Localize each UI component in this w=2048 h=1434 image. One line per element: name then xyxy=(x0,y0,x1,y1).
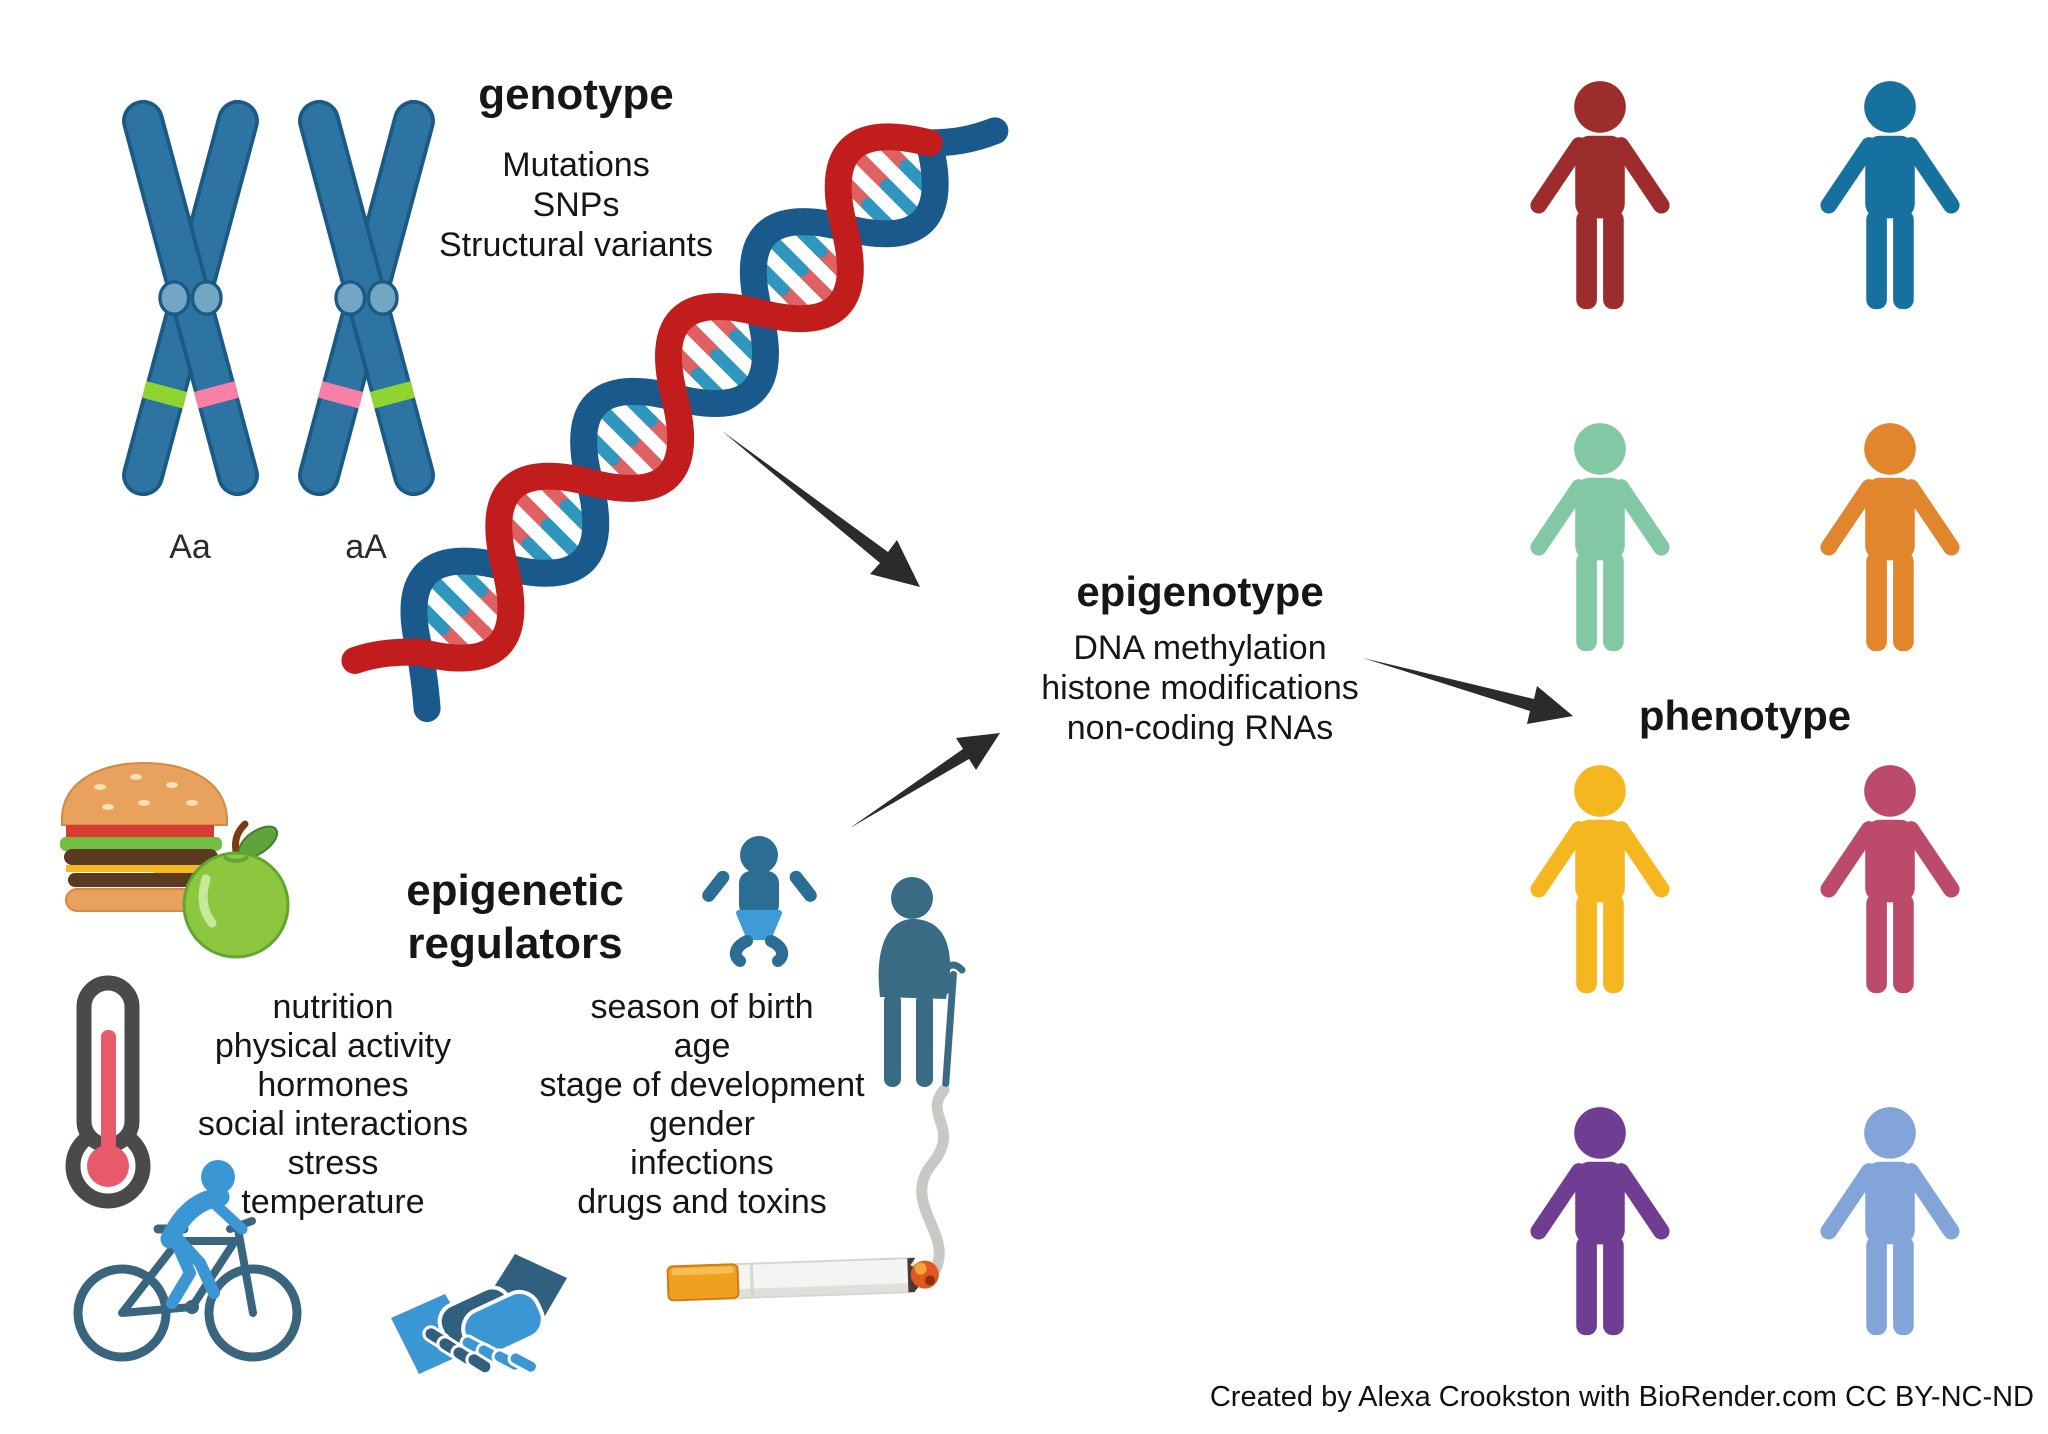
genotype-item: SNPs xyxy=(532,186,620,224)
handshake-icon xyxy=(391,1254,567,1376)
regulator-item: age xyxy=(673,1027,731,1065)
credit-text: Created by Alexa Crookston with BioRende… xyxy=(1209,1381,2034,1413)
dna-helix-icon xyxy=(341,117,1009,723)
chromosome-allele-label: aA xyxy=(345,528,387,566)
regulator-item: hormones xyxy=(257,1066,409,1104)
person-icon xyxy=(1525,762,1675,1020)
baby-icon xyxy=(702,836,817,967)
elderly-person-icon xyxy=(878,877,966,1087)
regulators-right-list: season of birth age stage of development… xyxy=(502,988,902,1222)
genotype-item: Mutations xyxy=(502,146,650,184)
epigenetic-regulators-title: epigenetic regulators xyxy=(315,864,715,970)
person-icon xyxy=(1815,1104,1965,1362)
regulators-title-line2: regulators xyxy=(407,919,623,968)
regulator-item: social interactions xyxy=(197,1105,469,1143)
arrow-epigenotype-to-phenotype-icon xyxy=(1363,658,1573,724)
regulator-item: stage of development xyxy=(539,1066,865,1104)
regulator-item: gender xyxy=(649,1105,755,1143)
epigenotype-title: epigenotype xyxy=(1076,568,1324,615)
regulators-title-line1: epigenetic xyxy=(406,866,624,915)
regulators-left-list: nutrition physical activity hormones soc… xyxy=(133,988,533,1222)
regulator-item: physical activity xyxy=(214,1027,452,1065)
regulator-item: drugs and toxins xyxy=(577,1183,827,1221)
chromosome-allele-label: Aa xyxy=(169,528,211,566)
regulator-item: temperature xyxy=(241,1183,425,1221)
phenotype-title: phenotype xyxy=(1638,692,1852,739)
person-icon xyxy=(1815,78,1965,336)
genotype-item: Structural variants xyxy=(439,226,713,264)
apple-icon xyxy=(182,820,290,959)
arrow-regulators-to-epigenotype-icon xyxy=(850,733,1000,828)
epigenotype-item: histone modifications xyxy=(1041,669,1359,707)
epigenotype-block: epigenotype DNA methylation histone modi… xyxy=(975,568,1425,748)
regulator-item: season of birth xyxy=(590,988,814,1026)
regulator-item: nutrition xyxy=(272,988,394,1026)
genotype-title: genotype xyxy=(478,70,674,119)
arrow-genotype-to-epigenotype-icon xyxy=(722,431,920,587)
person-icon xyxy=(1815,420,1965,678)
person-icon xyxy=(1815,762,1965,1020)
chromosome-icon xyxy=(115,95,266,501)
genotype-block: genotype Mutations SNPs Structural varia… xyxy=(376,70,776,265)
regulator-item: infections xyxy=(630,1144,774,1182)
person-icon xyxy=(1525,420,1675,678)
person-icon xyxy=(1525,1104,1675,1362)
regulator-item: stress xyxy=(287,1144,379,1182)
burger-icon xyxy=(60,761,290,959)
smoke-icon xyxy=(916,1084,950,1284)
thermometer-icon xyxy=(65,975,151,1209)
person-icon xyxy=(1525,78,1675,336)
cigarette-icon xyxy=(666,1256,939,1302)
epigenotype-item: non-coding RNAs xyxy=(1066,709,1334,747)
epigenotype-item: DNA methylation xyxy=(1073,629,1327,667)
cyclist-icon xyxy=(73,1160,302,1362)
